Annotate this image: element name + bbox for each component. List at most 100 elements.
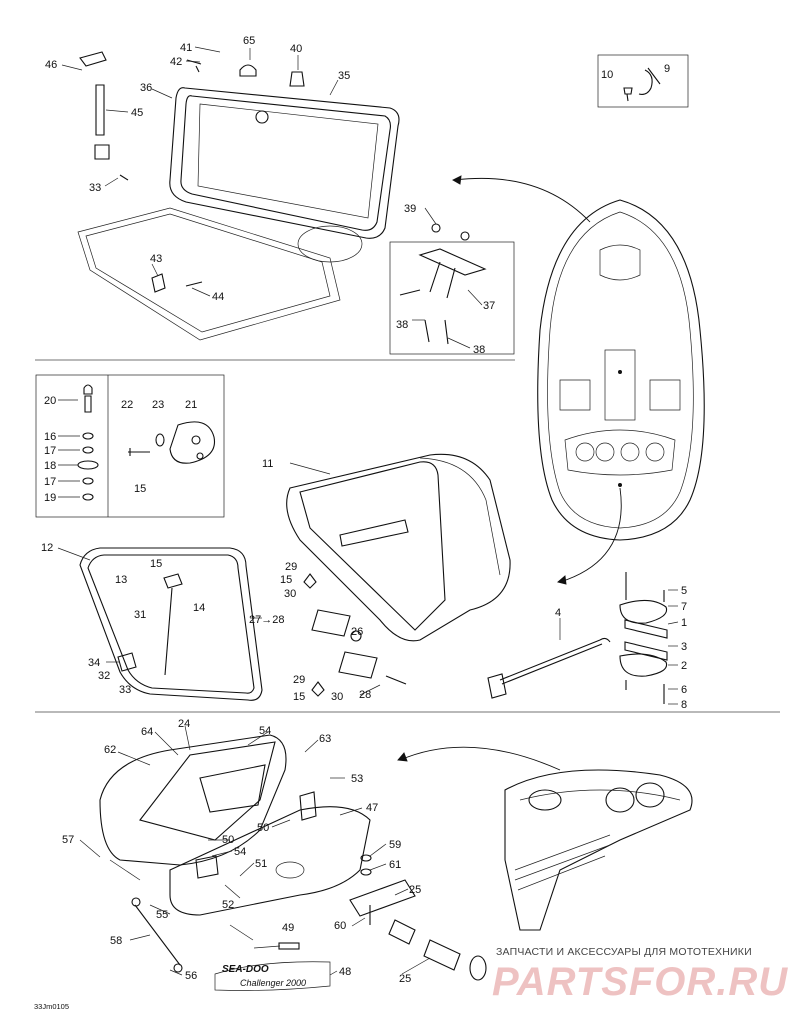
callout: 25 <box>399 973 411 985</box>
callout: 50 <box>257 822 269 834</box>
rod-icon <box>131 897 183 973</box>
storage-tray-outline <box>77 207 363 341</box>
callout: 38 <box>396 319 408 331</box>
sea-doo-decal: SEA-DOO Challenger 2000 <box>214 961 331 991</box>
callout: 16 <box>44 431 56 443</box>
callout: 15 <box>134 483 146 495</box>
callout: 52 <box>222 899 234 911</box>
callout: 46 <box>45 59 57 71</box>
callout: 14 <box>193 602 205 614</box>
callout: 6 <box>681 684 687 696</box>
callout: 63 <box>319 733 331 745</box>
callout: 21 <box>185 399 197 411</box>
leader-lines <box>57 46 679 976</box>
callout: 47 <box>366 802 378 814</box>
stopper-icons <box>151 59 305 293</box>
callout: 25 <box>409 884 421 896</box>
callout: 9 <box>664 63 670 75</box>
screw-icon <box>623 87 633 102</box>
callout: 18 <box>44 460 56 472</box>
decal-model: Challenger 2000 <box>240 978 306 988</box>
callout: 56 <box>185 970 197 982</box>
callout-labels: 46 41 42 65 40 35 36 45 33 10 9 39 43 44… <box>41 35 687 985</box>
callout: 3 <box>681 641 687 653</box>
callout: 44 <box>212 291 224 303</box>
watermark-caption: ЗАПЧАСТИ И АКСЕССУАРЫ ДЛЯ МОТОТЕХНИКИ <box>496 946 752 958</box>
callout: 11 <box>262 458 273 470</box>
callout: 49 <box>282 922 294 934</box>
callout: 50 <box>222 834 234 846</box>
callout: 15 <box>150 558 162 570</box>
callout: 17 <box>44 476 56 488</box>
callout: 22 <box>121 399 133 411</box>
callout: 27→28 <box>249 614 284 626</box>
callout: 40 <box>290 43 302 55</box>
callout: 64 <box>141 726 153 738</box>
release-cable <box>487 637 611 699</box>
callout: 39 <box>404 203 416 215</box>
callout: 30 <box>284 588 296 600</box>
bumper-stack-icon <box>77 384 99 501</box>
inset-box-hinge <box>389 241 515 355</box>
clip-icon <box>638 67 661 95</box>
callout: 30 <box>331 691 343 703</box>
callout: 5 <box>681 585 687 597</box>
callout: 59 <box>389 839 401 851</box>
latch-plate-icon <box>349 854 416 925</box>
glovebox-housing <box>99 734 287 881</box>
callout: 17 <box>44 445 56 457</box>
lock-cylinder-icon <box>388 919 487 981</box>
diagram-code: 33Jm0105 <box>34 1002 69 1011</box>
callout: 13 <box>115 574 127 586</box>
callout: 19 <box>44 492 56 504</box>
callout: 62 <box>104 744 116 756</box>
callout: 48 <box>339 966 351 978</box>
callout: 8 <box>681 699 687 711</box>
latch-disc-icon <box>128 421 216 464</box>
callout: 1 <box>681 617 687 629</box>
callout: 51 <box>255 858 267 870</box>
leader-arrow <box>454 177 591 223</box>
callout: 31 <box>134 609 146 621</box>
callout: 23 <box>152 399 164 411</box>
callout: 2 <box>681 660 687 672</box>
callout: 12 <box>41 542 53 554</box>
callout: 42 <box>170 56 182 68</box>
callout: 36 <box>140 82 152 94</box>
callout: 34 <box>88 657 100 669</box>
callout: 33 <box>119 684 131 696</box>
access-panel <box>169 791 371 916</box>
callout: 26 <box>351 626 363 638</box>
hull-top-view <box>537 199 705 541</box>
callout: 20 <box>44 395 56 407</box>
callout: 15 <box>280 574 292 586</box>
callout: 41 <box>180 42 192 54</box>
hatch-gasket <box>79 547 263 701</box>
leader-arrow <box>559 487 622 583</box>
callout: 32 <box>98 670 110 682</box>
storage-hatch-cover <box>286 453 511 642</box>
inset-box-10-9 <box>597 54 689 108</box>
callout: 37 <box>483 300 495 312</box>
storage-door-frame <box>169 87 400 239</box>
leader-arrow <box>399 746 561 771</box>
callout: 7 <box>681 601 687 613</box>
callout: 4 <box>555 607 561 619</box>
latch-assembly <box>619 572 668 704</box>
callout: 24 <box>178 718 190 730</box>
callout: 58 <box>110 935 122 947</box>
watermark-brand: PARTSFOR.RU <box>492 960 788 1004</box>
callout: 65 <box>243 35 255 47</box>
callout: 53 <box>351 773 363 785</box>
boat-side-view <box>504 769 693 931</box>
decal-brand: SEA-DOO <box>222 964 269 975</box>
callout: 15 <box>293 691 305 703</box>
inset-box-bumper-stack <box>35 374 225 518</box>
hinge-plate-icon <box>399 223 487 345</box>
callout: 28 <box>359 689 371 701</box>
callout: 35 <box>338 70 350 82</box>
callout: 29 <box>293 674 305 686</box>
callout: 61 <box>389 859 401 871</box>
